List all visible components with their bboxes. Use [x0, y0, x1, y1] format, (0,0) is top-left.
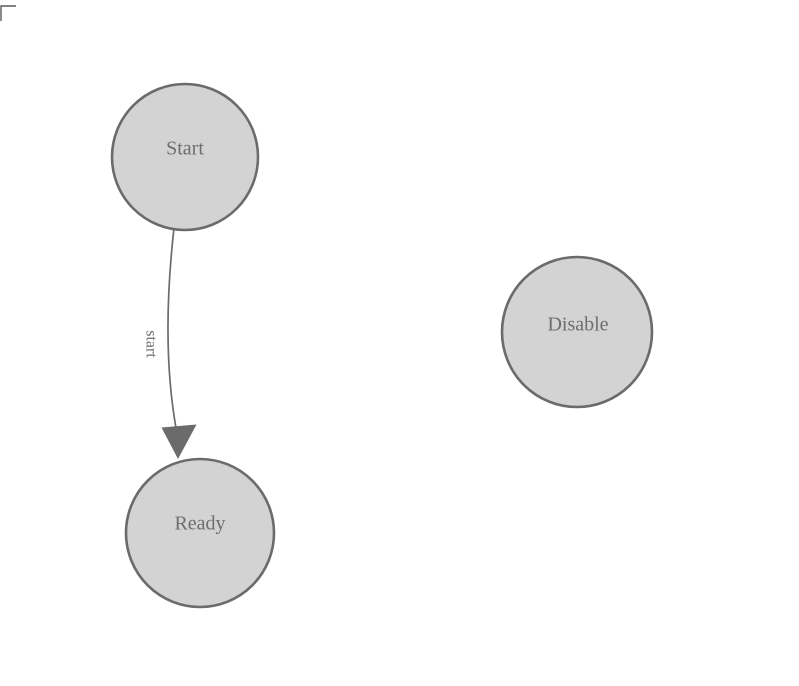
node-disable-label: Disable	[547, 314, 608, 336]
node-ready-label: Ready	[174, 513, 225, 535]
edge-label-start: start	[142, 330, 159, 358]
node-ready[interactable]: Ready	[124, 457, 276, 609]
node-ready-circle[interactable]	[124, 457, 276, 609]
edge-line	[167, 227, 177, 429]
node-disable[interactable]: Disable	[500, 255, 654, 409]
arrowhead-icon	[161, 424, 197, 459]
edge-start-to-ready[interactable]: start	[142, 227, 197, 459]
node-start-label: Start	[166, 138, 204, 160]
node-start[interactable]: Start	[110, 82, 260, 232]
node-start-circle[interactable]	[110, 82, 260, 232]
selection-corner-mark-icon	[0, 5, 16, 21]
node-disable-circle[interactable]	[500, 255, 654, 409]
